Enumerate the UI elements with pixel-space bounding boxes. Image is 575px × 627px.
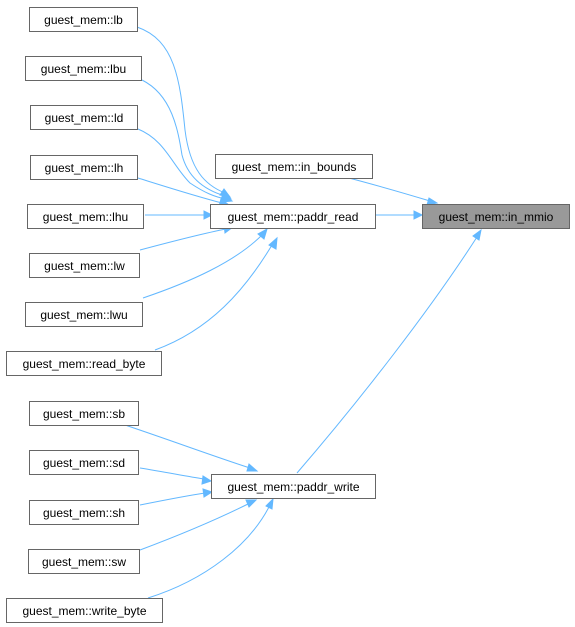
edge-lbu-paddr-read [141, 79, 226, 197]
node-lbu[interactable]: guest_mem::lbu [25, 56, 142, 81]
node-paddr-read[interactable]: guest_mem::paddr_read [210, 204, 376, 229]
arrowhead-sb [246, 463, 259, 472]
node-lhu[interactable]: guest_mem::lhu [27, 204, 144, 229]
arrowhead-lhu [203, 210, 214, 220]
arrowhead-write-byte [265, 497, 274, 510]
node-lwu[interactable]: guest_mem::lwu [25, 302, 143, 327]
edge-sh-paddr-write [139, 492, 206, 506]
node-lb[interactable]: guest_mem::lb [29, 7, 138, 32]
edge-read-byte-paddr-read [154, 244, 273, 351]
arrowhead-sh [202, 488, 214, 498]
node-lh[interactable]: guest_mem::lh [30, 155, 138, 180]
node-write-byte[interactable]: guest_mem::write_byte [6, 598, 163, 623]
node-in-bounds[interactable]: guest_mem::in_bounds [215, 154, 373, 179]
node-in-mmio: guest_mem::in_mmio [422, 204, 570, 229]
edge-lb-paddr-read [136, 26, 226, 194]
arrowhead-read-byte [268, 236, 278, 250]
node-sb[interactable]: guest_mem::sb [29, 401, 139, 426]
edge-sw-paddr-write [139, 502, 251, 551]
node-sh[interactable]: guest_mem::sh [29, 500, 139, 525]
node-sw[interactable]: guest_mem::sw [28, 549, 140, 574]
arrowhead-sw [245, 499, 258, 508]
arrowhead-lwu [257, 227, 268, 240]
edge-paddr-write-in-mmio [296, 236, 478, 474]
arrowhead-paddr-read [413, 210, 424, 220]
node-sd[interactable]: guest_mem::sd [29, 450, 139, 475]
node-ld[interactable]: guest_mem::ld [30, 105, 138, 130]
arrowhead-paddr-write [472, 228, 482, 241]
edge-in-bounds-in-mmio [344, 176, 431, 202]
edge-lh-paddr-read [137, 177, 223, 204]
node-read-byte[interactable]: guest_mem::read_byte [6, 351, 162, 376]
edge-sd-paddr-write [139, 467, 205, 480]
edge-lwu-paddr-read [142, 234, 263, 299]
edge-write-byte-paddr-write [147, 504, 271, 599]
arrowhead-sd [201, 475, 213, 485]
edge-sb-paddr-write [124, 424, 251, 469]
edge-lw-paddr-read [139, 228, 227, 251]
node-lw[interactable]: guest_mem::lw [29, 253, 140, 278]
edge-ld-paddr-read [137, 128, 227, 200]
arrowhead-ld [221, 194, 234, 203]
node-paddr-write[interactable]: guest_mem::paddr_write [211, 474, 376, 499]
